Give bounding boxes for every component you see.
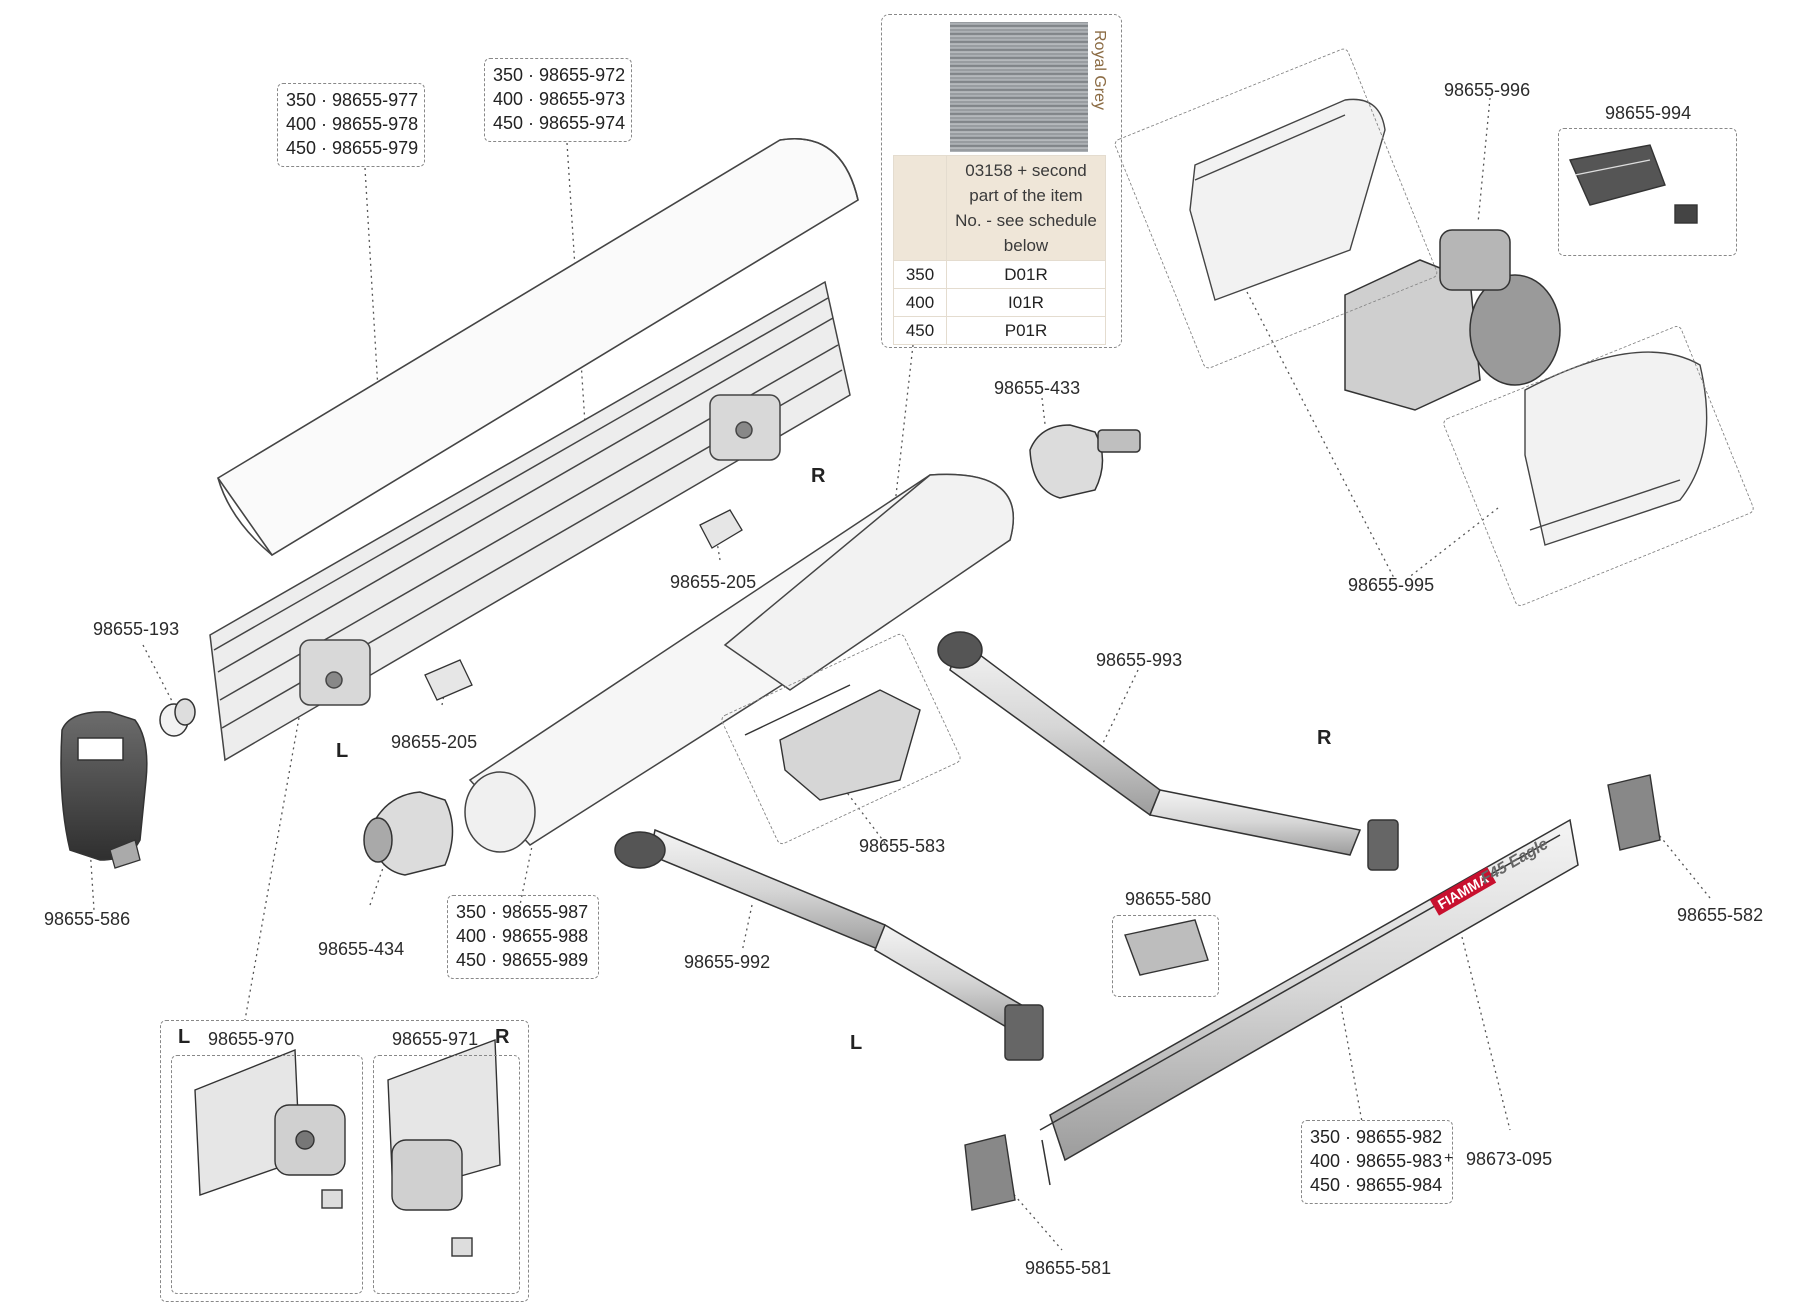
clamp-583 xyxy=(744,684,921,801)
fabric-name: Royal Grey xyxy=(1091,30,1108,111)
part-number-994: 98655-994 xyxy=(1605,103,1692,123)
fabric-table: 03158 + second part of the item No. - se… xyxy=(893,155,1106,345)
part-number-987: 350 · 98655-987 xyxy=(456,902,589,922)
bracket-581 xyxy=(964,1134,1016,1211)
part-box-972: 350 · 98655-972 400 · 98655-973 450 · 98… xyxy=(484,58,632,142)
part-number-984: 450 · 98655-984 xyxy=(1310,1175,1443,1195)
part-number-979: 450 · 98655-979 xyxy=(286,138,419,158)
part-number-583: 98655-583 xyxy=(859,836,946,856)
group-box-970 xyxy=(171,1055,363,1294)
left-end-cap xyxy=(60,711,148,861)
roller-tube xyxy=(464,473,1015,853)
tube-end-plug-left xyxy=(363,791,454,876)
part-number-433: 98655-433 xyxy=(994,378,1081,398)
bracket-582 xyxy=(1607,774,1661,851)
group-box-971 xyxy=(373,1055,520,1294)
part-number-995: 98655-995 xyxy=(1348,575,1435,595)
fabric-table-header: 03158 + second part of the item No. - se… xyxy=(946,155,1106,261)
part-box-977: 350 · 98655-977 400 · 98655-978 450 · 98… xyxy=(277,83,425,167)
group-box-994 xyxy=(1558,128,1737,256)
arm-left xyxy=(614,828,1044,1061)
front-cover xyxy=(216,138,859,557)
clip-205-bottom xyxy=(424,659,473,701)
header-line-1: 03158 + second xyxy=(965,161,1087,180)
part-number-205-top: 98655-205 xyxy=(670,572,757,592)
part-number-993: 98655-993 xyxy=(1096,650,1183,670)
clip-205-top xyxy=(699,509,743,549)
size-cell: 450 xyxy=(893,316,947,345)
fabric-table-corner xyxy=(893,155,947,261)
side-marker-right-plate: R xyxy=(495,1026,510,1048)
bushing xyxy=(159,698,196,737)
fabric-schedule xyxy=(881,14,1122,348)
header-line-2: part of the item xyxy=(969,186,1083,205)
motor-housing-top xyxy=(1189,98,1386,301)
end-plate-right xyxy=(387,1039,501,1257)
motor-control-box xyxy=(1569,144,1698,224)
part-number-971: 98655-971 xyxy=(392,1029,479,1049)
case-profile xyxy=(209,280,851,762)
table-row: 450 P01R xyxy=(893,316,1106,345)
size-cell: 400 xyxy=(893,288,947,317)
part-number-586: 98655-586 xyxy=(44,909,131,929)
header-line-4: below xyxy=(1003,236,1049,255)
arm-right xyxy=(937,631,1399,871)
part-number-974: 450 · 98655-974 xyxy=(493,113,626,133)
part-number-581: 98655-581 xyxy=(1025,1258,1112,1278)
part-number-582: 98655-582 xyxy=(1677,905,1764,925)
group-box-970-971 xyxy=(160,1020,529,1302)
side-marker-left-case: L xyxy=(336,740,349,762)
side-marker-right-case: R xyxy=(811,465,826,487)
part-box-987: 350 · 98655-987 400 · 98655-988 450 · 98… xyxy=(447,895,599,979)
motor-unit xyxy=(1344,229,1561,411)
part-number-983: 400 · 98655-983 xyxy=(1310,1151,1443,1171)
side-marker-left-arm: L xyxy=(850,1032,863,1054)
end-plate-left xyxy=(194,1048,346,1209)
code-cell: P01R xyxy=(946,316,1106,345)
part-number-193: 98655-193 xyxy=(93,619,180,639)
side-marker-right-arm: R xyxy=(1317,727,1332,749)
code-cell: D01R xyxy=(946,260,1106,289)
table-row: 400 I01R xyxy=(893,288,1106,317)
part-number-205-bottom: 98655-205 xyxy=(391,732,478,752)
fabric-swatch xyxy=(950,22,1088,152)
part-number-973: 400 · 98655-973 xyxy=(493,89,626,109)
plus-sign: + xyxy=(1444,1150,1454,1167)
code-cell: I01R xyxy=(946,288,1106,317)
group-box-580 xyxy=(1112,915,1219,997)
part-number-992: 98655-992 xyxy=(684,952,771,972)
bracket-580 xyxy=(1124,919,1209,976)
size-cell: 350 xyxy=(893,260,947,289)
header-line-3: No. - see schedule xyxy=(955,211,1097,230)
part-number-978: 400 · 98655-978 xyxy=(286,114,419,134)
side-marker-left-plate: L xyxy=(178,1026,191,1048)
part-number-988: 400 · 98655-988 xyxy=(456,926,589,946)
part-number-989: 450 · 98655-989 xyxy=(456,950,589,970)
part-number-982: 350 · 98655-982 xyxy=(1310,1127,1443,1147)
motor-housing-bottom xyxy=(1524,351,1708,546)
part-number-996: 98655-996 xyxy=(1444,80,1531,100)
part-number-580: 98655-580 xyxy=(1125,889,1212,909)
part-number-977: 350 · 98655-977 xyxy=(286,90,419,110)
part-number-434: 98655-434 xyxy=(318,939,405,959)
part-box-982: 350 · 98655-982 400 · 98655-983 450 · 98… xyxy=(1301,1120,1453,1204)
cap-base xyxy=(109,839,141,869)
table-row: 350 D01R xyxy=(893,260,1106,289)
part-number-095: 98673-095 xyxy=(1466,1149,1553,1169)
tube-end-plug-right xyxy=(1029,424,1141,499)
part-number-972: 350 · 98655-972 xyxy=(493,65,626,85)
part-number-970: 98655-970 xyxy=(208,1029,295,1049)
